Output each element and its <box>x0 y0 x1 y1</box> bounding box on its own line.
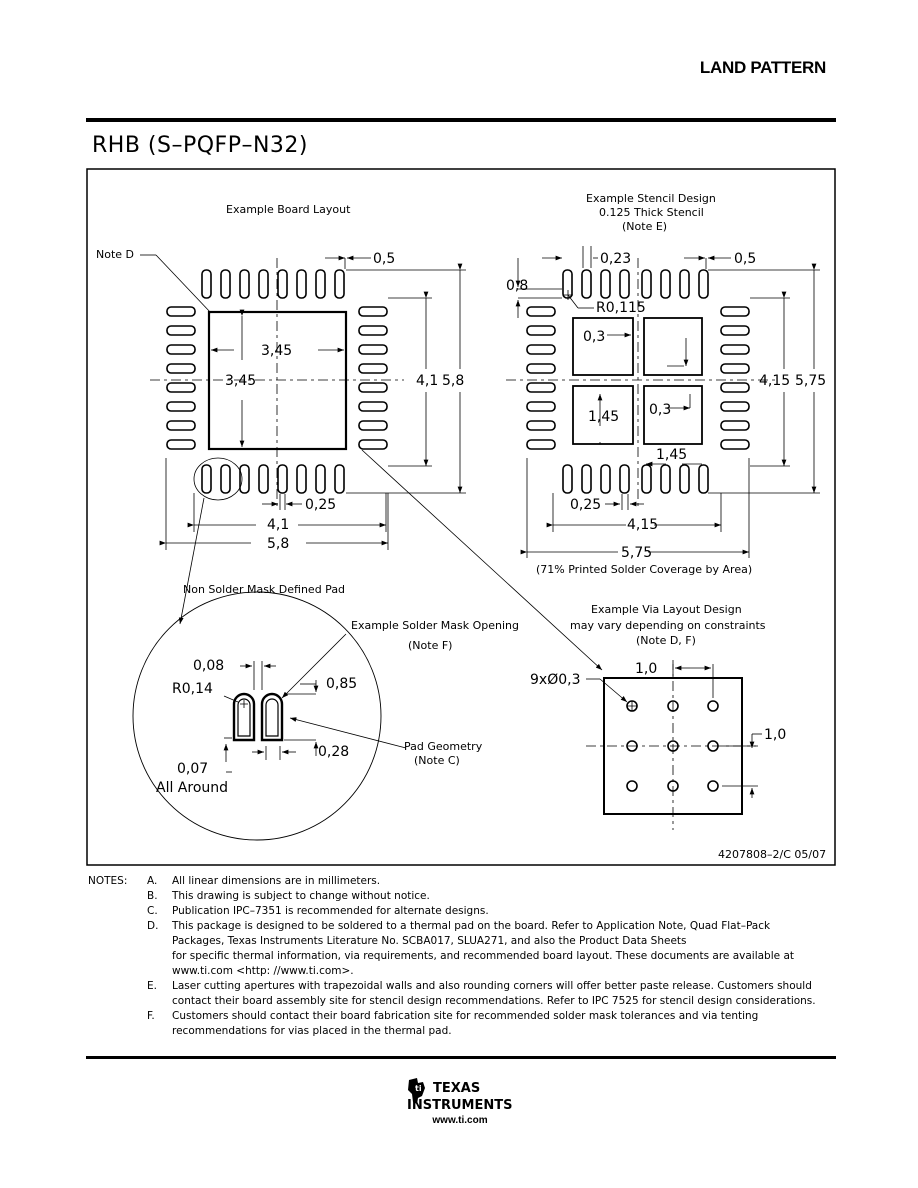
notes-heading: NOTES: <box>88 875 128 887</box>
detail-width: 0,28 <box>318 744 349 760</box>
nsmd-label: Non Solder Mask Defined Pad <box>183 583 345 596</box>
board-pad-width: 0,25 <box>305 497 336 513</box>
pad-geometry-label: Pad Geometry <box>404 740 483 753</box>
board-span-h-outer: 5,8 <box>267 536 289 552</box>
via-spec: 9xØ0,3 <box>530 672 580 688</box>
stencil-caption-2: 0.125 Thick Stencil <box>599 206 704 219</box>
note-d-callout: Note D <box>96 248 134 261</box>
drawing-number: 4207808–2/C 05/07 <box>718 848 826 861</box>
note-letter: C. <box>147 905 158 917</box>
via-layout <box>586 660 756 830</box>
stencil-span-v-inner: 4,15 <box>759 373 790 389</box>
logo-line1: TEXAS <box>433 1081 480 1096</box>
via-caption-1: Example Via Layout Design <box>591 603 742 616</box>
board-left-pads <box>166 306 196 450</box>
stencil-top-pads <box>562 269 709 299</box>
stencil-pad-len: 0,8 <box>506 278 528 294</box>
detail-spacing: 0,08 <box>193 658 224 674</box>
stencil-window-b: 1,45 <box>656 447 687 463</box>
ti-logo: ti TEXAS INSTRUMENTS <box>407 1078 512 1113</box>
note-letter: D. <box>147 920 159 932</box>
drawing-frame <box>86 168 836 866</box>
via-pitch-h: 1,0 <box>635 661 657 677</box>
notes-section: NOTES: A. All linear dimensions are in mil… <box>88 874 858 1039</box>
mask-opening-label: Example Solder Mask Opening <box>351 619 519 632</box>
stencil-windows <box>572 317 703 445</box>
stencil-corner-radius: R0,115 <box>596 300 646 316</box>
stencil-aperture-width: 0,23 <box>600 251 631 267</box>
board-span-v-inner: 4,1 <box>416 373 438 389</box>
top-rule <box>86 118 836 122</box>
stencil-bottom-pads <box>562 464 709 494</box>
via-caption-3: (Note D, F) <box>636 634 696 647</box>
stencil-span-h-outer: 5,75 <box>621 545 652 561</box>
stencil-pad-width: 0,25 <box>570 497 601 513</box>
board-span-v-outer: 5,8 <box>442 373 464 389</box>
note-text: Laser cutting apertures with trapezoidal… <box>172 980 816 1007</box>
board-pitch: 0,5 <box>373 251 395 267</box>
detail-radius: R0,14 <box>172 681 213 697</box>
ti-logo-icon <box>408 1078 425 1104</box>
stencil-right-pads <box>720 306 750 450</box>
stencil-span-h-inner: 4,15 <box>627 517 658 533</box>
detail-length: 0,85 <box>326 676 357 692</box>
stencil-left-pads <box>526 306 556 450</box>
board-bottom-pads <box>201 464 345 494</box>
bottom-rule <box>86 1056 836 1059</box>
note-text: All linear dimensions are in millimeters… <box>172 875 381 887</box>
logo-line2: INSTRUMENTS <box>407 1098 512 1113</box>
svg-text:ti: ti <box>415 1084 422 1093</box>
stencil-gap-b: 0,3 <box>649 402 671 418</box>
stencil-coverage: (71% Printed Solder Coverage by Area) <box>536 563 752 576</box>
board-layout <box>150 258 404 508</box>
via-caption-2: may vary depending on constraints <box>570 619 766 632</box>
note-text: Customers should contact their board fab… <box>172 1010 759 1037</box>
stencil-caption-1: Example Stencil Design <box>586 192 716 205</box>
ti-url: www.ti.com <box>432 1115 488 1126</box>
board-right-pads <box>358 306 388 450</box>
board-pad-h: 3,45 <box>261 343 292 359</box>
board-top-pads <box>201 269 345 299</box>
detail-all-around: All Around <box>156 780 228 796</box>
stencil-window: 1,45 <box>588 409 619 425</box>
note-text: This drawing is subject to change withou… <box>172 890 430 902</box>
note-text: Publication IPC–7351 is recommended for … <box>172 905 489 917</box>
via-pitch-v: 1,0 <box>764 727 786 743</box>
board-thermal-pad <box>207 310 348 451</box>
note-text: This package is designed to be soldered … <box>172 920 794 977</box>
stencil-layout <box>506 258 776 508</box>
package-title: RHB (S–PQFP–N32) <box>92 133 309 158</box>
board-span-h-inner: 4,1 <box>267 517 289 533</box>
pad-geometry-note: (Note C) <box>414 754 460 767</box>
note-letter: B. <box>147 890 158 902</box>
mask-opening-note: (Note F) <box>408 639 452 652</box>
stencil-gap-a: 0,3 <box>583 329 605 345</box>
pad-detail <box>132 591 382 841</box>
detail-clearance: 0,07 <box>177 761 208 777</box>
note-letter: F. <box>147 1010 155 1022</box>
note-letter: E. <box>147 980 157 992</box>
board-pad-v: 3,45 <box>225 373 256 389</box>
board-caption: Example Board Layout <box>226 203 351 216</box>
section-label: LAND PATTERN <box>699 58 826 77</box>
note-letter: A. <box>147 875 158 887</box>
stencil-span-v-outer: 5,75 <box>795 373 826 389</box>
stencil-caption-3: (Note E) <box>622 220 667 233</box>
land-pattern-drawing: Example Board Layout Note D 0,5 3,45 3,4… <box>86 168 836 866</box>
stencil-pitch: 0,5 <box>734 251 756 267</box>
